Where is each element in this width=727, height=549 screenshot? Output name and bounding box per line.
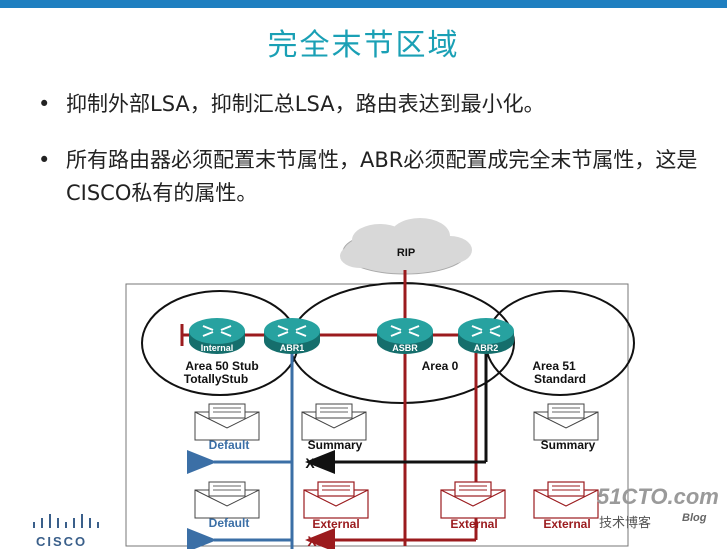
lsa-label-summary-mid: Summary [308, 438, 363, 452]
area-50-label-line1: Area 50 Stub [185, 359, 258, 373]
rip-cloud-icon [340, 218, 472, 275]
bullet-text-1: 抑制外部LSA，抑制汇总LSA，路由表达到最小化。 [66, 92, 545, 116]
lsa-label-external-3: External [543, 517, 590, 531]
bullet-text-2: 所有路由器必须配置末节属性，ABR必须配置成完全末节属性，这是CISCO私有的属… [66, 148, 698, 205]
watermark-sub: 技术博客 [599, 516, 652, 531]
slide-title: 完全末节区域 [267, 28, 460, 63]
area-51-label-line1: Area 51 [532, 359, 576, 373]
router-label-internal: Internal [201, 343, 234, 353]
area-51-label-line2: Standard [534, 372, 586, 386]
lsa-label-external-1: External [312, 517, 359, 531]
summary-blocked-mark: X [305, 455, 315, 471]
area-0-label: Area 0 [422, 359, 459, 373]
lsa-label-external-2: External [450, 517, 497, 531]
lsa-label-default-top: Default [209, 438, 250, 452]
cisco-wordmark: CISCO [36, 534, 88, 549]
cloud-label: RIP [397, 247, 415, 259]
area-50-label-line2: TotallyStub [184, 372, 248, 386]
lsa-label-summary-right: Summary [541, 438, 596, 452]
external-blocked-mark: X [307, 533, 317, 549]
top-accent-bar [0, 0, 727, 8]
lsa-label-default-bottom: Default [209, 516, 250, 530]
watermark-blog: Blog [682, 512, 707, 524]
bullet-symbol: • [38, 148, 51, 172]
router-label-abr2: ABR2 [474, 343, 499, 353]
cisco-logo-icon [33, 514, 99, 528]
router-label-asbr: ASBR [392, 343, 418, 353]
router-label-abr1: ABR1 [280, 343, 305, 353]
watermark-site: 51CTO.com [597, 484, 719, 509]
bullet-symbol: • [38, 92, 51, 116]
